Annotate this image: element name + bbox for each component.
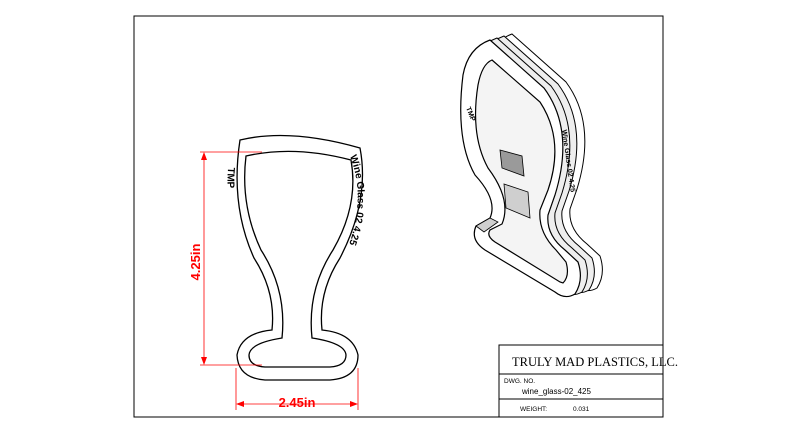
dwg-no-value: wine_glass-02_425 — [521, 387, 591, 396]
engraving-left: TMP — [224, 167, 236, 189]
dimension-height — [200, 151, 262, 366]
isometric-view: TMP Wine Glass 02 4.25 — [460, 33, 603, 298]
title-block — [498, 344, 664, 418]
front-view: TMP Wine Glass 02 4.25 — [224, 134, 366, 381]
weight-label: WEIGHT: — [520, 406, 547, 413]
dwg-no-label: DWG. NO. — [504, 378, 535, 385]
dimension-height-label: 4.25in — [188, 244, 203, 281]
dimension-width-label: 2.45in — [279, 395, 316, 410]
company-name: TRULY MAD PLASTICS, LLC. — [512, 355, 678, 369]
dimension-width — [235, 368, 359, 410]
drawing-frame — [133, 15, 664, 418]
weight-value: 0.031 — [573, 406, 590, 413]
